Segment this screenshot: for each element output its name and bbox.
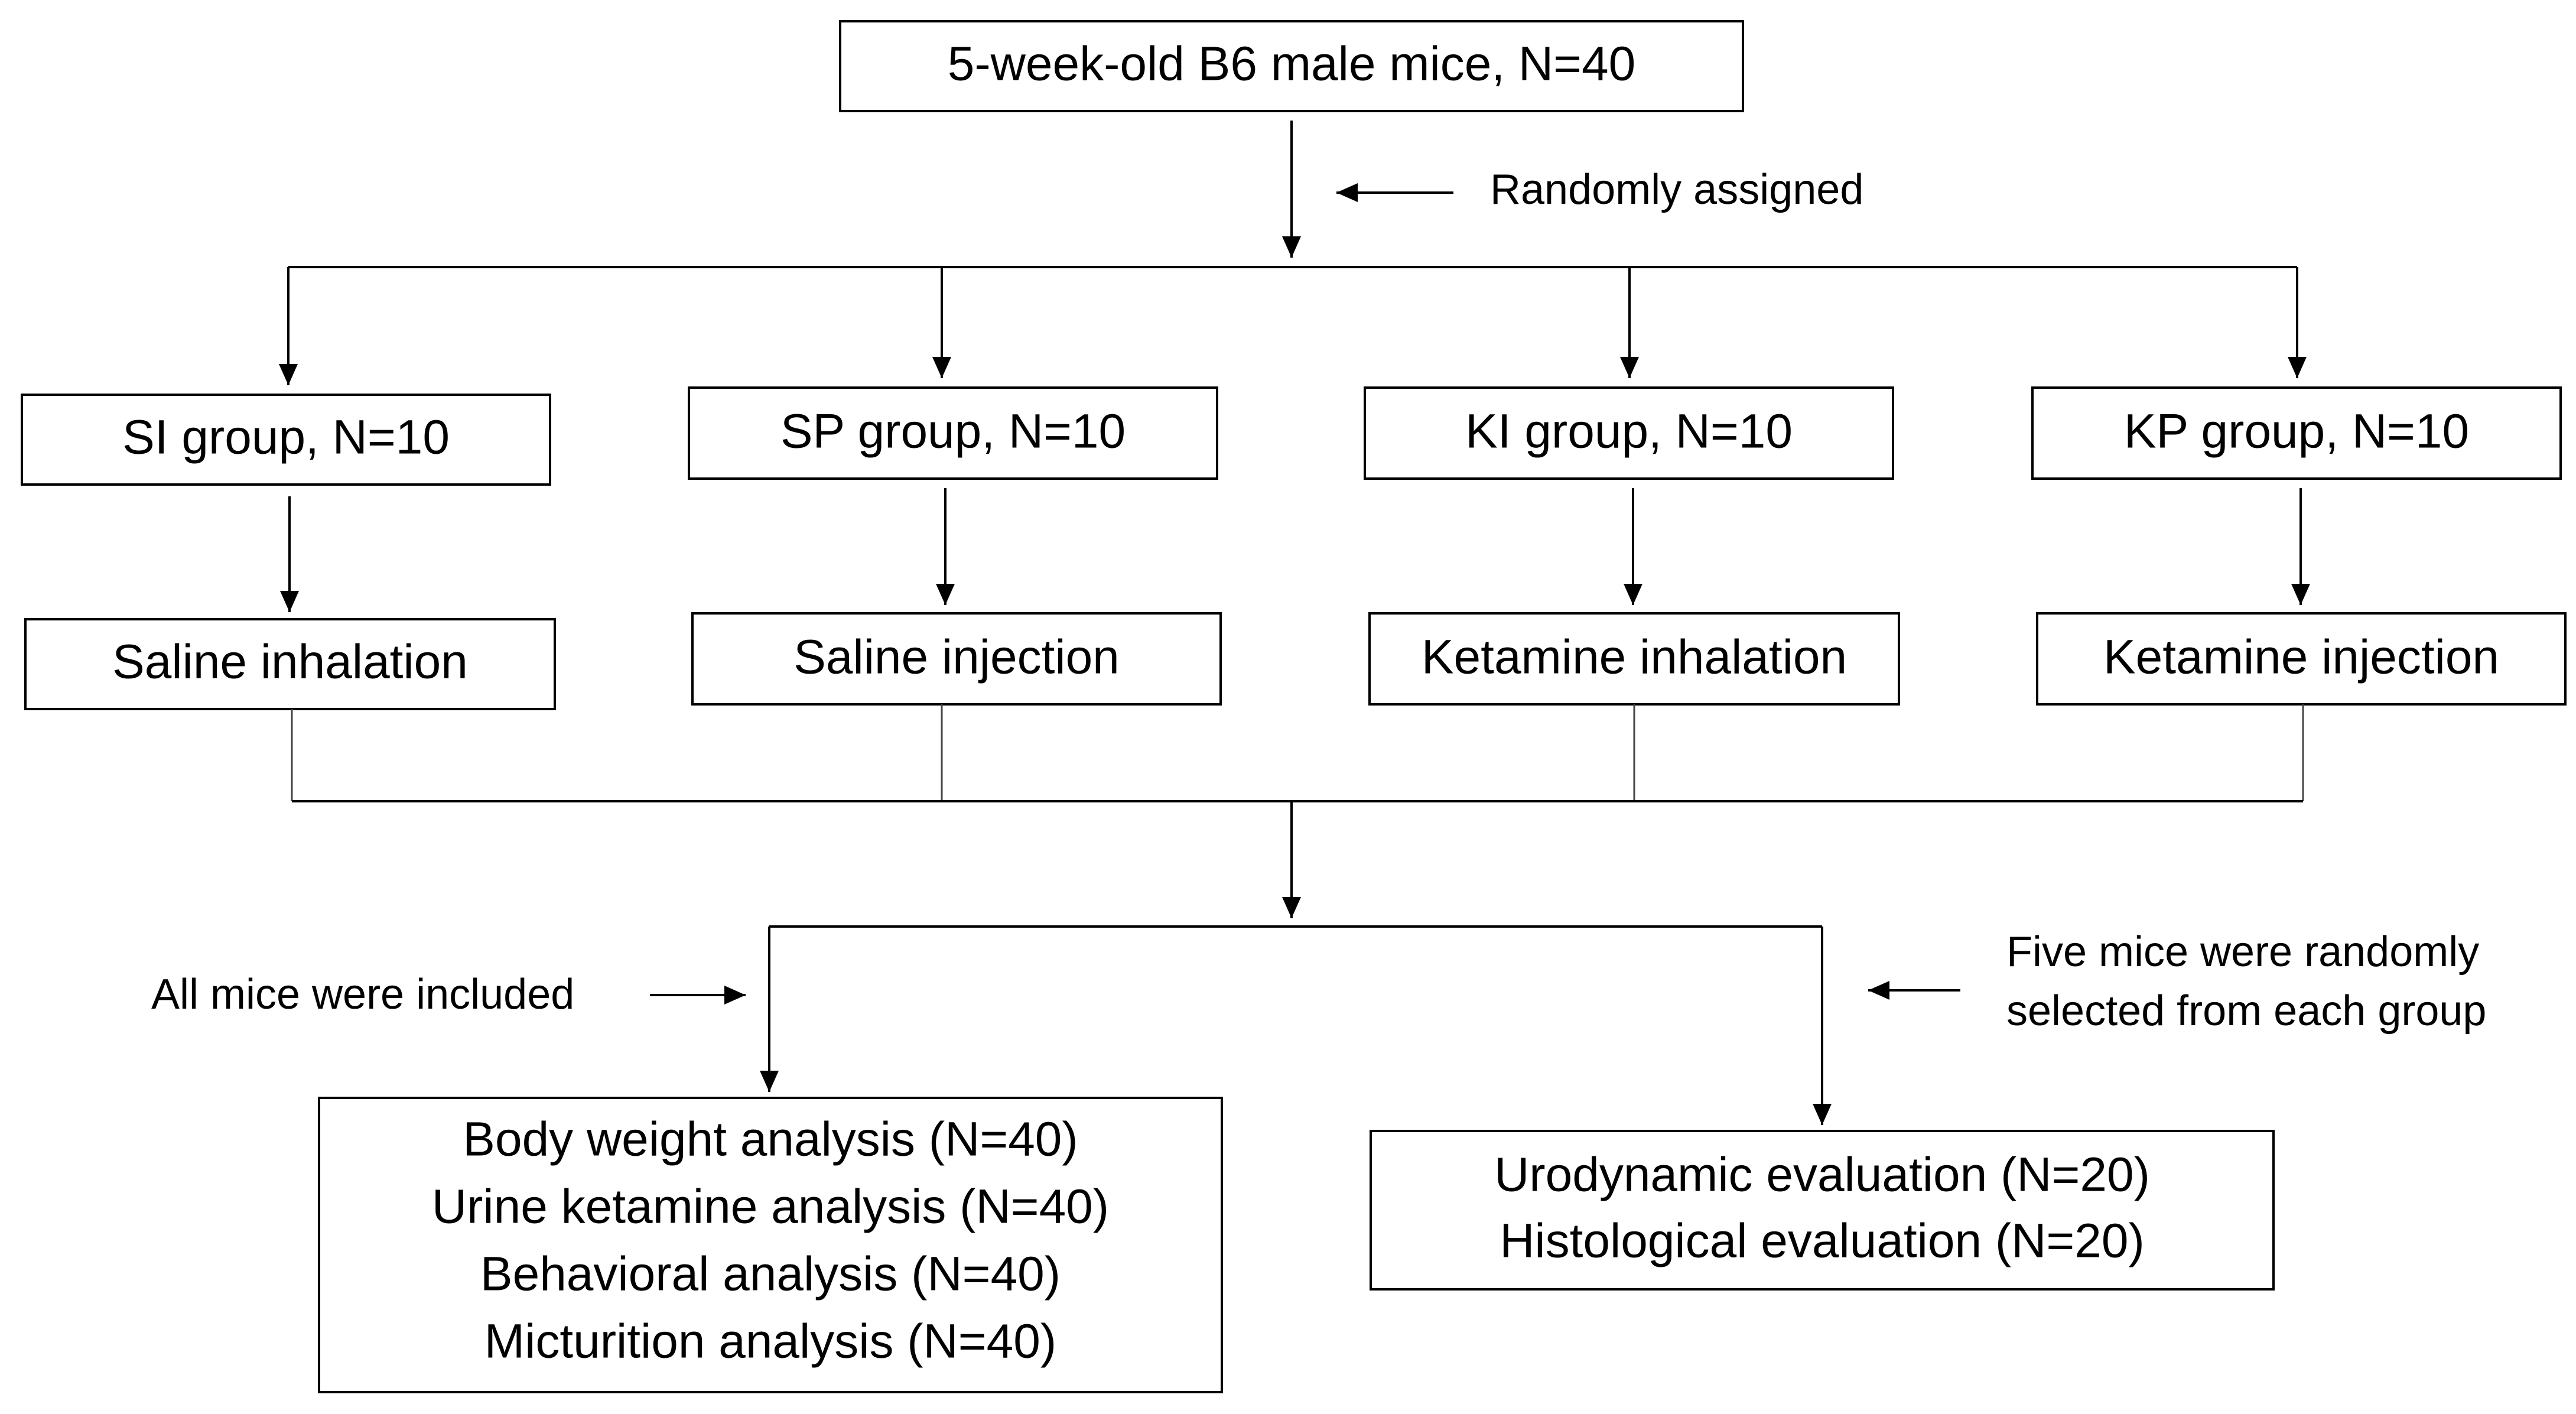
treatment-box-ketamine-injection: Ketamine injection <box>2036 612 2567 706</box>
treatment-label: Saline injection <box>793 630 1120 684</box>
group-label: KI group, N=10 <box>1465 405 1793 459</box>
treatment-label: Ketamine inhalation <box>1422 630 1847 684</box>
outcome-item: Micturition analysis (N=40) <box>484 1315 1056 1369</box>
group-column-ki: KI group, N=10 Ketamine inhalation <box>1364 267 1900 801</box>
group-box-sp: SP group, N=10 <box>688 386 1218 480</box>
group-box-si: SI group, N=10 <box>21 394 551 486</box>
top-box: 5-week-old B6 male mice, N=40 <box>839 20 1744 112</box>
group-box-ki: KI group, N=10 <box>1364 386 1894 480</box>
group-column-kp: KP group, N=10 Ketamine injection <box>2031 267 2567 801</box>
right-note-line-1: Five mice were randomly <box>2006 928 2479 976</box>
outcome-item: Urodynamic evaluation (N=20) <box>1494 1148 2150 1202</box>
group-label: KP group, N=10 <box>2124 405 2469 459</box>
treatment-label: Ketamine injection <box>2103 630 2499 684</box>
treatment-box-ketamine-inhalation: Ketamine inhalation <box>1368 612 1900 706</box>
assign-note: Randomly assigned <box>1490 166 1863 213</box>
group-column-sp: SP group, N=10 Saline injection <box>688 267 1222 801</box>
outcome-item: Behavioral analysis (N=40) <box>480 1247 1061 1301</box>
left-outcomes-box: Body weight analysis (N=40) Urine ketami… <box>318 1097 1223 1393</box>
treatment-box-saline-injection: Saline injection <box>691 612 1222 706</box>
left-note: All mice were included <box>151 971 574 1018</box>
treatment-label: Saline inhalation <box>112 635 468 689</box>
outcome-item: Urine ketamine analysis (N=40) <box>432 1180 1109 1234</box>
outcome-item: Body weight analysis (N=40) <box>463 1113 1078 1166</box>
treatment-box-saline-inhalation: Saline inhalation <box>24 618 556 710</box>
group-label: SI group, N=10 <box>122 411 450 464</box>
group-column-si: SI group, N=10 Saline inhalation <box>21 267 556 801</box>
top-box-label: 5-week-old B6 male mice, N=40 <box>948 37 1635 91</box>
outcome-item: Histological evaluation (N=20) <box>1500 1214 2145 1268</box>
group-label: SP group, N=10 <box>780 405 1126 459</box>
group-box-kp: KP group, N=10 <box>2031 386 2562 480</box>
right-outcomes-box: Urodynamic evaluation (N=20) Histologica… <box>1370 1130 2275 1291</box>
right-note-line-2: selected from each group <box>2006 987 2486 1035</box>
